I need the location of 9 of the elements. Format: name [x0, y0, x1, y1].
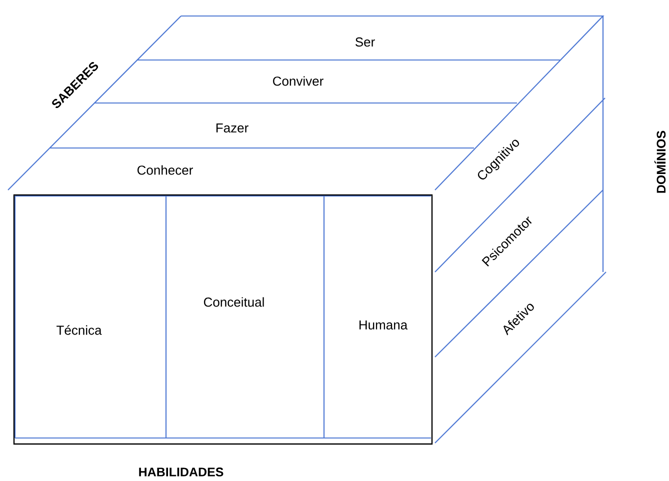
axis-title: HABILIDADES: [139, 468, 224, 476]
axis-title: DOMÍNIOS: [654, 130, 666, 193]
face-label: Fazer: [216, 123, 248, 133]
face-label: Conviver: [273, 76, 324, 86]
face-label: Conhecer: [137, 165, 193, 175]
face-label: Humana: [360, 320, 408, 330]
face-label: Técnica: [56, 325, 102, 335]
face-label: Ser: [355, 37, 375, 47]
face-label: Conceitual: [204, 297, 264, 307]
